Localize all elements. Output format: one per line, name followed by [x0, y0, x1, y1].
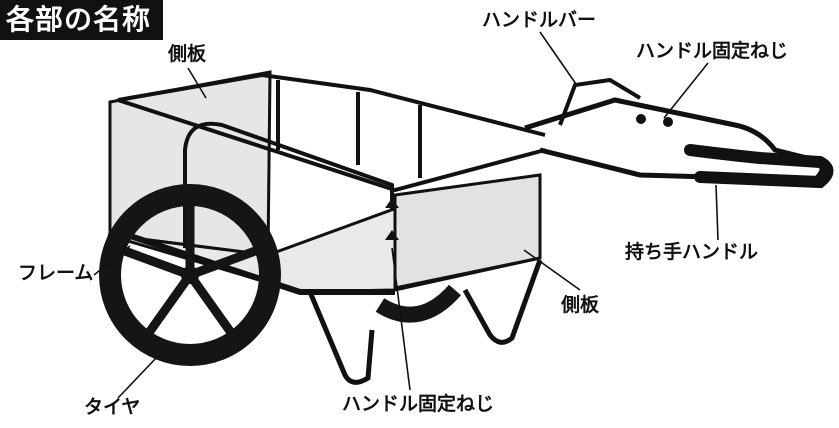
handle-screw-top-mark-2	[663, 117, 673, 127]
handle-fix-screw-label-top: ハンドル固定ねじ	[636, 40, 789, 62]
leg-right	[462, 259, 543, 345]
grip-shape	[684, 144, 834, 189]
fix-screw-mark	[385, 198, 399, 208]
frame-bar	[117, 229, 395, 295]
handle-fix-screw-label-bottom: ハンドル固定ねじ	[342, 393, 495, 415]
leader-lines	[93, 31, 719, 399]
side-panel-label-top: 側板	[168, 43, 207, 65]
top-rail-front	[117, 98, 546, 193]
front-tire	[99, 184, 281, 366]
handle-screw-top-mark	[636, 114, 646, 124]
tire-label: タイヤ	[84, 396, 141, 418]
fix-screw-mark-2	[385, 230, 399, 240]
leg-left	[307, 291, 375, 385]
side-panel-right	[393, 173, 542, 290]
top-rail-back	[117, 72, 546, 137]
handle-bar-shape	[524, 97, 825, 183]
handle-bar-label: ハンドルバー	[482, 9, 597, 31]
grip-handle-label: 持ち手ハンドル	[625, 241, 759, 263]
handle-bar-upper	[558, 77, 642, 126]
wheel-spokes	[120, 203, 260, 337]
page-title: 各部の名称	[0, 0, 164, 40]
side-panel-label-bottom: 側板	[561, 294, 600, 316]
rear-wheel	[375, 284, 462, 323]
frame-label: フレーム	[18, 262, 94, 284]
front-arch	[183, 121, 394, 248]
